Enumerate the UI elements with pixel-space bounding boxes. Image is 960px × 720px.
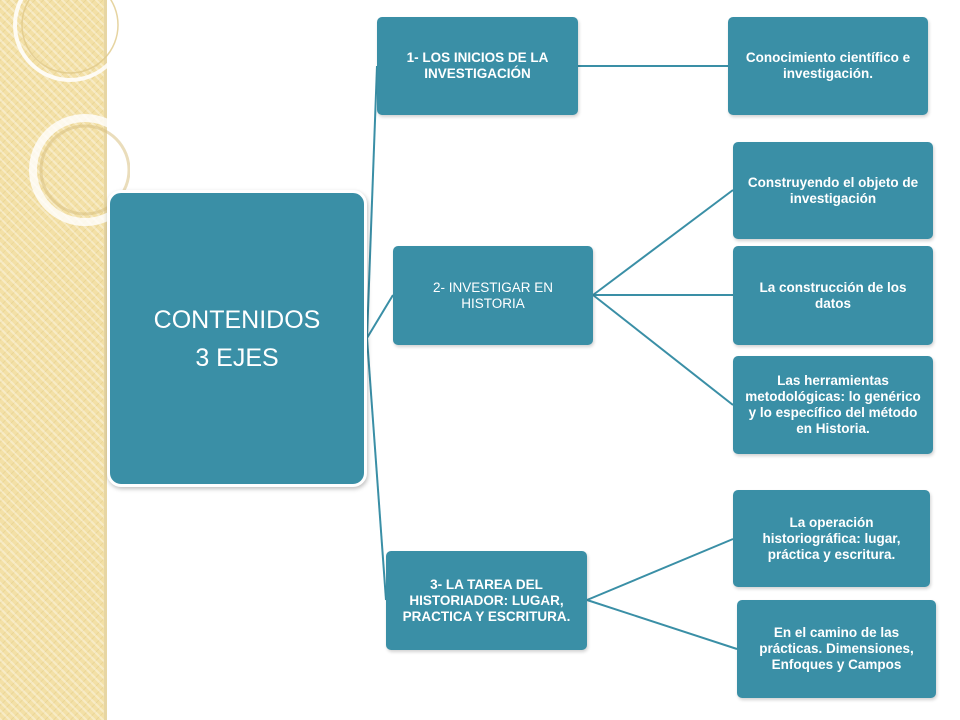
root-subtitle: 3 EJES bbox=[195, 343, 279, 372]
connector-branch2-child3 bbox=[592, 294, 734, 406]
leaf-2-2-label: La construcción de los datos bbox=[759, 279, 907, 311]
branch-2-label: 2- INVESTIGAR EN HISTORIA bbox=[432, 279, 554, 311]
leaf-1-1-label: Conocimiento científico e investigación. bbox=[745, 50, 911, 81]
leaf-2-3-label: Las herramientas metodológicas: lo genér… bbox=[745, 373, 921, 436]
decor-ring-bottom-inner bbox=[39, 124, 130, 216]
connector-root-branch3 bbox=[366, 337, 387, 601]
leaf-3-2-label: En el camino de las prácticas. Dimension… bbox=[759, 625, 914, 672]
root-title: CONTENIDOS bbox=[153, 305, 321, 334]
branch-node-2: 2- INVESTIGAR EN HISTORIA bbox=[393, 246, 593, 345]
branch-node-3: 3- LA TAREA DEL HISTORIADOR: LUGAR, PRAC… bbox=[386, 551, 587, 650]
decor-ring-bottom bbox=[29, 114, 130, 226]
connector-root-branch2 bbox=[366, 294, 394, 339]
decor-ring-top-inner bbox=[21, 0, 119, 74]
connector-root-branch1 bbox=[366, 65, 378, 339]
branch-node-1: 1- LOS INICIOS DE LA INVESTIGACIÓN bbox=[377, 17, 578, 115]
branch-3-label: 3- LA TAREA DEL HISTORIADOR: LUGAR, PRAC… bbox=[402, 576, 571, 624]
leaf-node-3-2: En el camino de las prácticas. Dimension… bbox=[737, 600, 936, 698]
leaf-node-2-3: Las herramientas metodológicas: lo genér… bbox=[733, 356, 933, 454]
connector-branch3-child2 bbox=[586, 599, 738, 650]
branch-1-label: 1- LOS INICIOS DE LA INVESTIGACIÓN bbox=[406, 50, 549, 81]
decor-ring-top bbox=[13, 0, 127, 82]
root-node: CONTENIDOS 3 EJES bbox=[107, 190, 367, 487]
leaf-node-2-2: La construcción de los datos bbox=[733, 246, 933, 345]
leaf-node-2-1: Construyendo el objeto de investigación bbox=[733, 142, 933, 239]
decorative-rings bbox=[13, 0, 130, 226]
connector-branch2-child1 bbox=[592, 189, 734, 296]
leaf-node-1-1: Conocimiento científico e investigación. bbox=[728, 17, 928, 115]
connector-branch3-child1 bbox=[586, 538, 734, 601]
leaf-3-1-label: La operación historiográfica: lugar, prá… bbox=[762, 514, 901, 562]
leaf-2-1-label: Construyendo el objeto de investigación bbox=[747, 174, 919, 206]
side-strip-edge bbox=[104, 0, 107, 720]
leaf-node-3-1: La operación historiográfica: lugar, prá… bbox=[733, 490, 930, 587]
